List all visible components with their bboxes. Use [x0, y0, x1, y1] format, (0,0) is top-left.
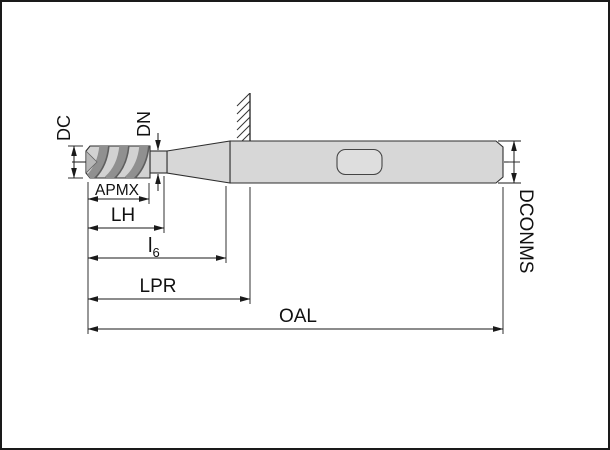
- clamping-flat: [336, 148, 383, 176]
- dc-dimension: DC: [54, 115, 83, 179]
- l6-label-main: l: [148, 235, 152, 257]
- tool-body: [85, 140, 504, 184]
- dconms-label: DCONMS: [515, 189, 536, 273]
- dimensions: DC DN APMX LH l6 LPR: [54, 111, 536, 334]
- dconms-dimension: DCONMS: [498, 140, 536, 273]
- lpr-label: LPR: [140, 276, 177, 297]
- lh-dimension: LH: [87, 176, 165, 233]
- l6-dimension: l6: [87, 186, 227, 263]
- lh-label: LH: [111, 205, 135, 226]
- oal-dimension: OAL: [87, 187, 504, 334]
- l6-label: l6: [148, 235, 160, 260]
- l6-label-subscript: 6: [152, 245, 159, 260]
- tip-point: [86, 150, 98, 174]
- dc-label: DC: [54, 115, 74, 141]
- wall-hatching: [236, 93, 250, 141]
- flutes: [86, 146, 150, 178]
- neck: [149, 150, 168, 174]
- oal-label: OAL: [279, 306, 317, 327]
- mounting-wall: [236, 93, 251, 141]
- dn-dimension: DN: [134, 111, 161, 191]
- dn-label: DN: [134, 111, 154, 137]
- apmx-label: APMX: [95, 182, 140, 199]
- apmx-dimension: APMX: [87, 182, 150, 204]
- lpr-dimension: LPR: [87, 187, 251, 304]
